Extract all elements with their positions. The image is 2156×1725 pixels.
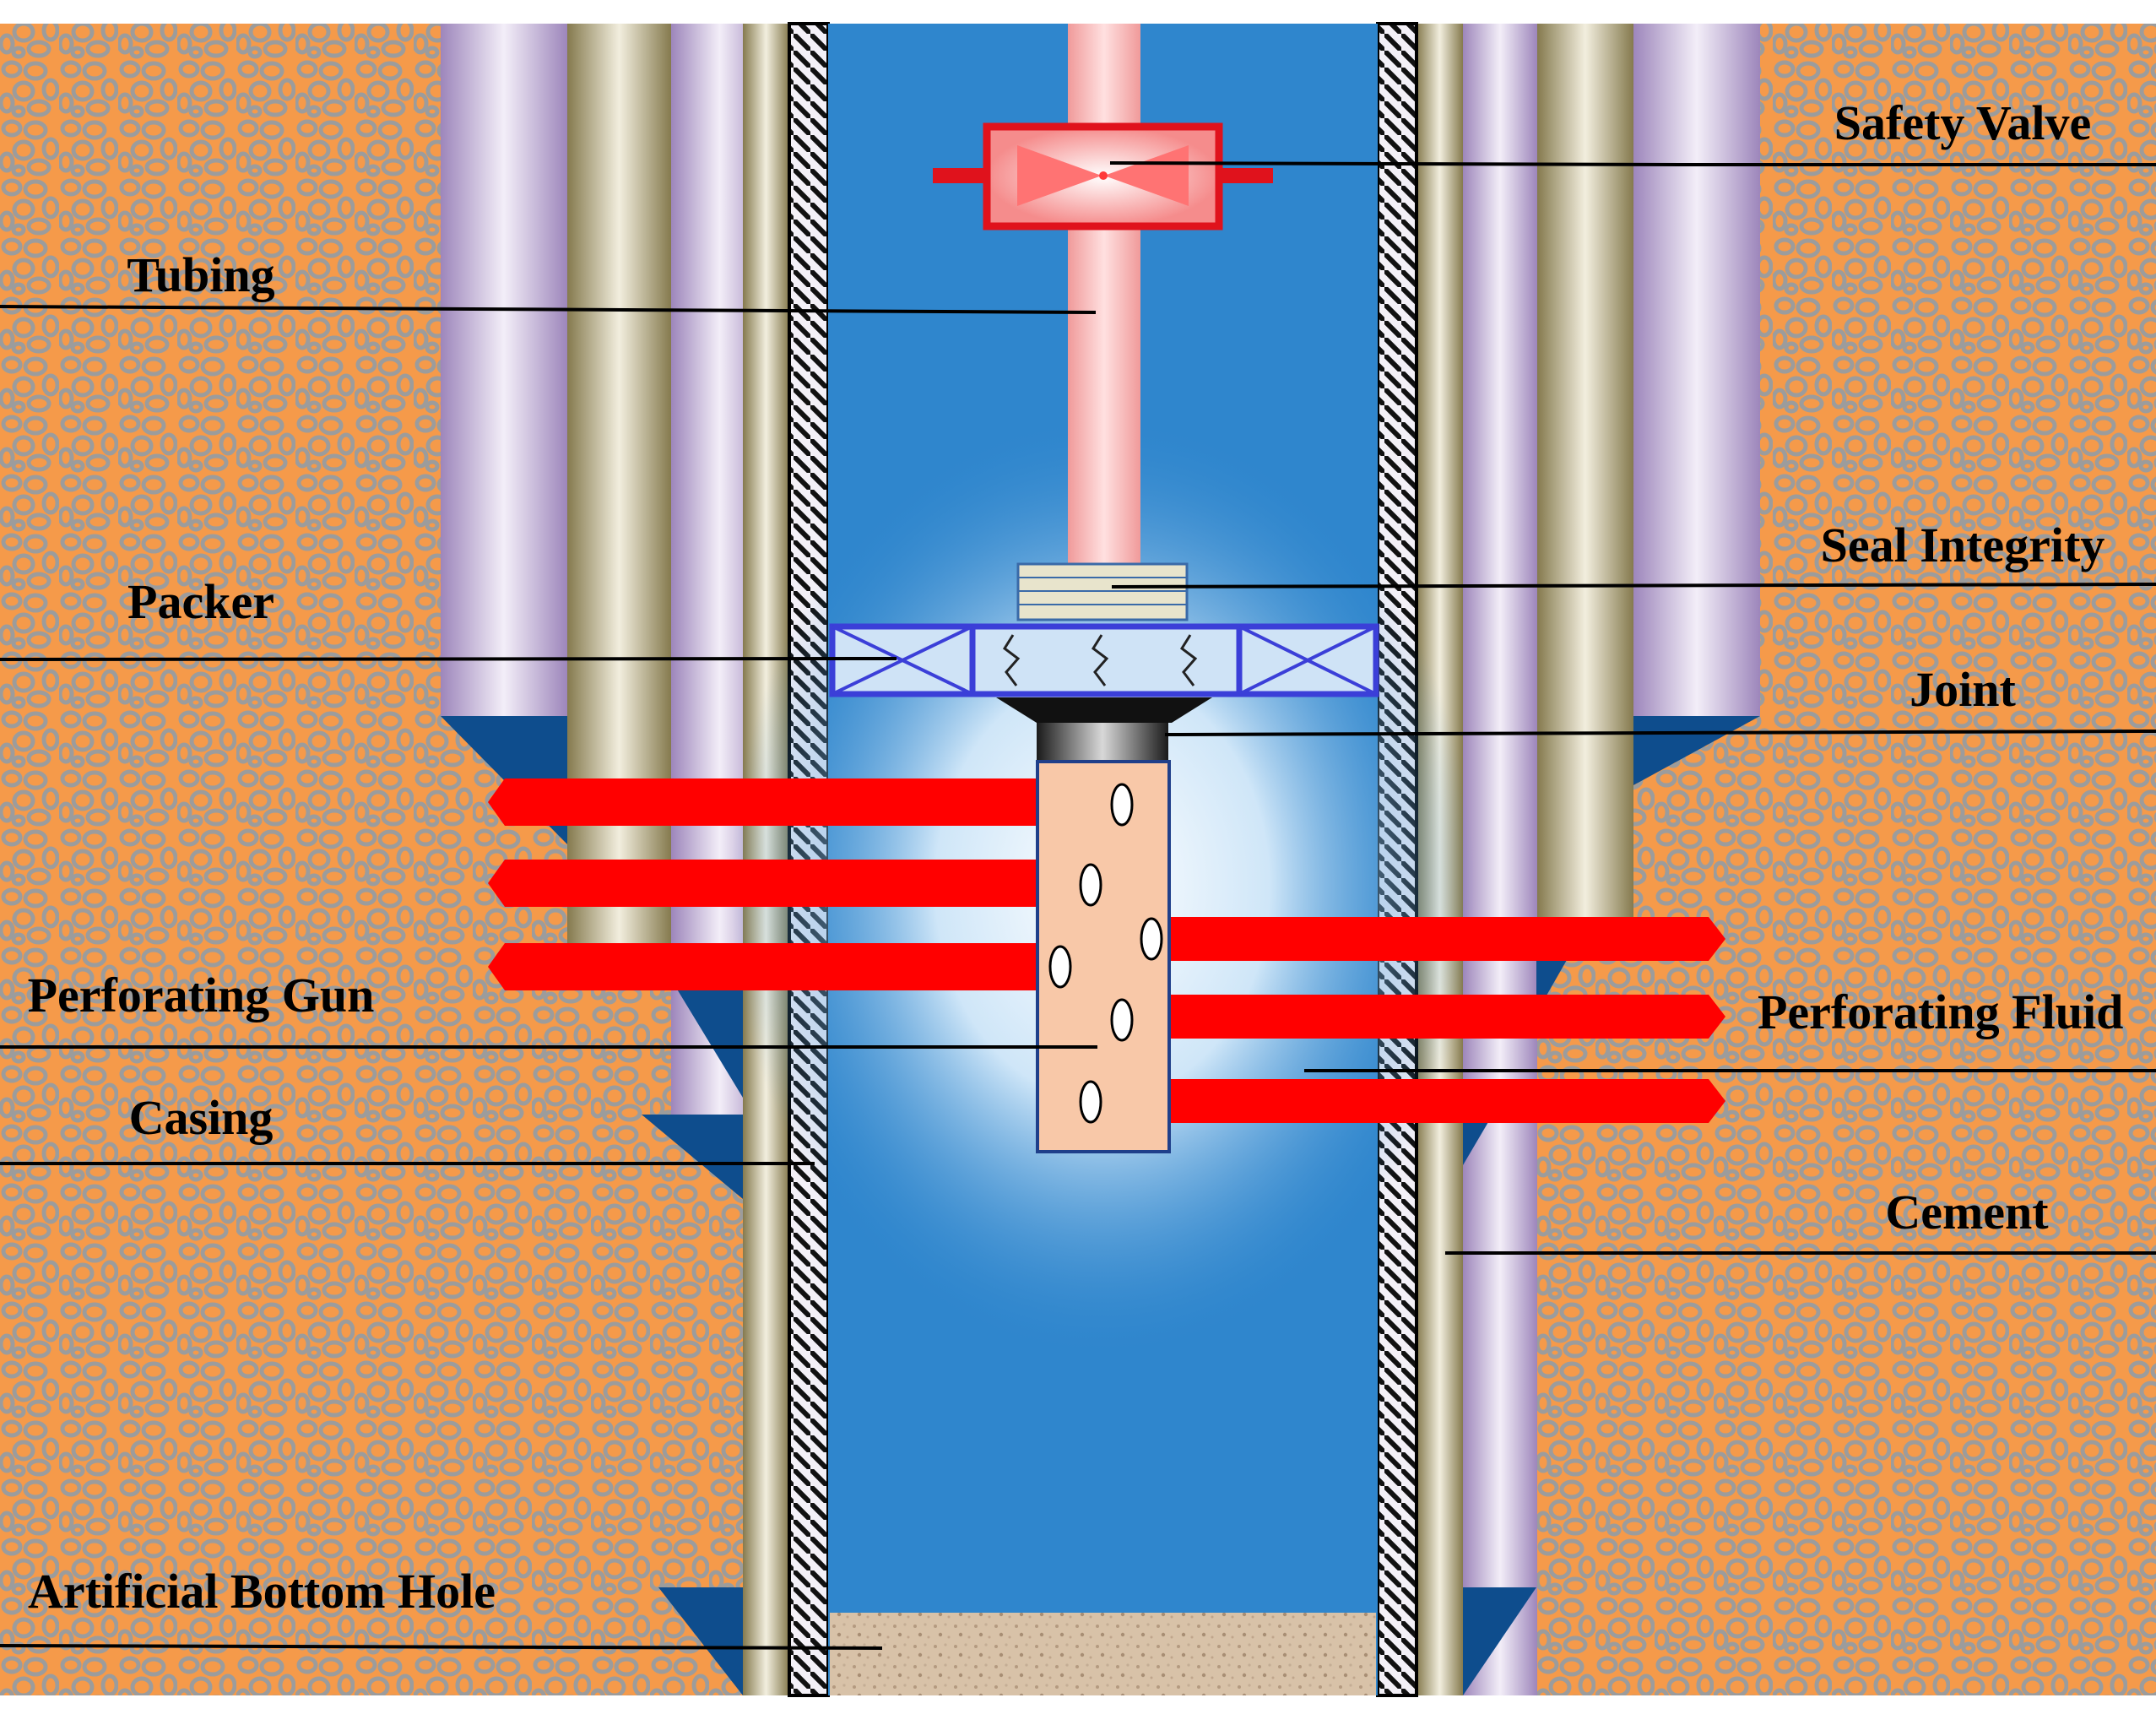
label-perforating-fluid: Perforating Fluid bbox=[1758, 985, 2123, 1039]
perforation-jet bbox=[488, 860, 1074, 907]
cement-sheath bbox=[441, 24, 1760, 1695]
perforation-jet bbox=[1109, 1079, 1725, 1123]
packer bbox=[829, 623, 1379, 697]
perforation-jet bbox=[488, 943, 1045, 990]
label-safety-valve: Safety Valve bbox=[1834, 95, 2092, 150]
perforation-jet bbox=[1138, 995, 1725, 1039]
seal-integrity bbox=[1016, 562, 1189, 621]
label-packer: Packer bbox=[127, 574, 274, 629]
perforation-jet bbox=[1165, 917, 1725, 961]
perforation-jets bbox=[488, 778, 1725, 1123]
leader-lines bbox=[0, 161, 2156, 1650]
label-artificial-bottom-hole: Artificial Bottom Hole bbox=[28, 1564, 496, 1619]
artificial-bottom-hole-fill bbox=[830, 1613, 1376, 1695]
tubing bbox=[1068, 24, 1140, 564]
joint bbox=[996, 697, 1212, 762]
label-seal-integrity: Seal Integrity bbox=[1821, 518, 2105, 572]
label-cement: Cement bbox=[1885, 1185, 2049, 1240]
label-joint: Joint bbox=[1910, 662, 2016, 717]
label-tubing: Tubing bbox=[127, 247, 274, 302]
label-perforating-gun: Perforating Gun bbox=[28, 968, 375, 1023]
safety-valve-icon bbox=[933, 122, 1273, 231]
gun-charge-holes bbox=[1048, 783, 1163, 1124]
perforation-jet bbox=[488, 778, 1104, 826]
label-casing: Casing bbox=[129, 1090, 274, 1145]
